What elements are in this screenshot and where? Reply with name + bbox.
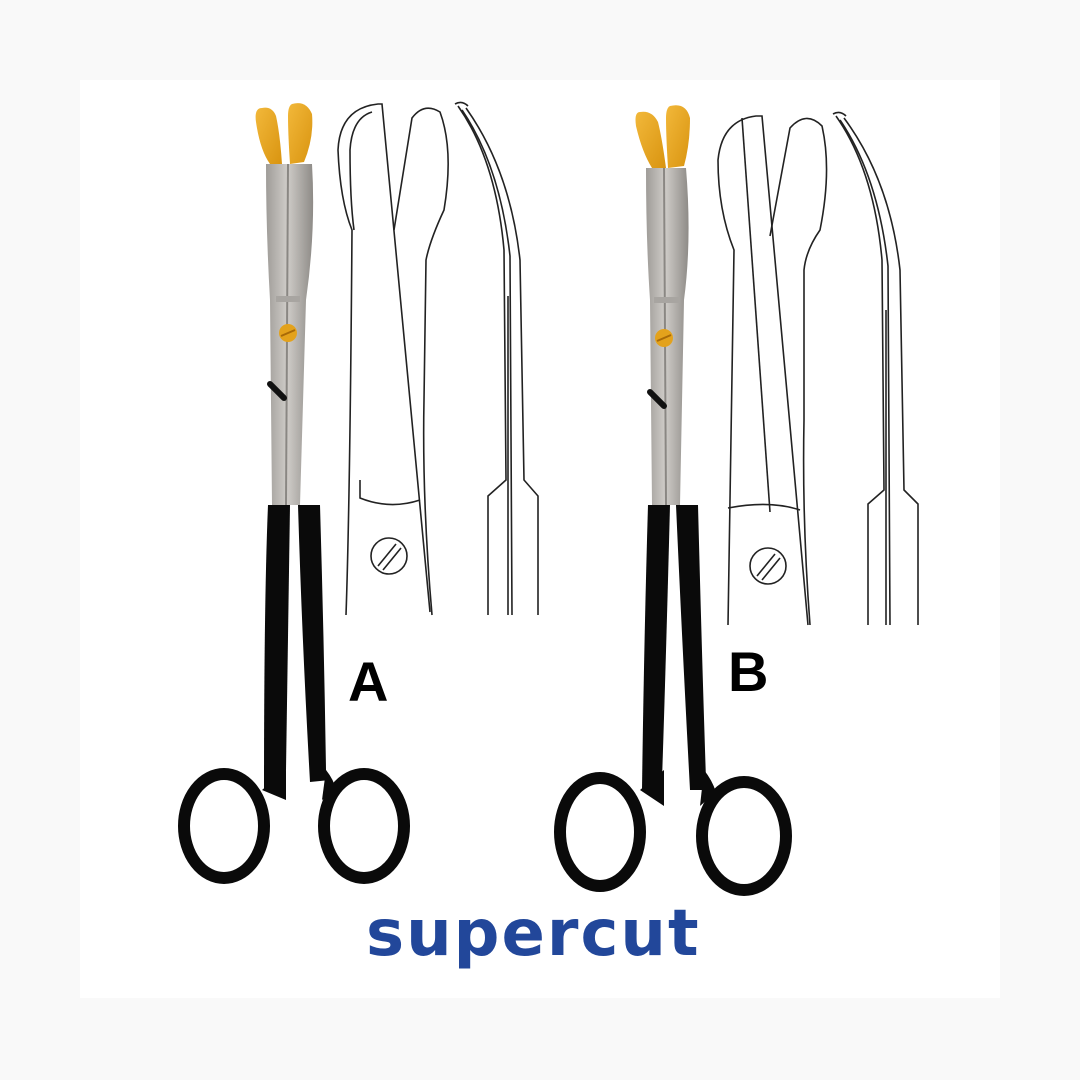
label-b: B — [728, 640, 769, 703]
brand-logo: supercut — [366, 897, 701, 971]
scissors-a-tip-left — [255, 107, 282, 164]
product-card — [80, 80, 1000, 998]
scissors-a-ring-right — [318, 768, 410, 884]
scissors-b-tip-left — [635, 111, 666, 168]
scissors-a-tip-right — [288, 103, 313, 164]
scissors-a-front-drawing — [337, 103, 449, 616]
scissors-b-front-drawing — [717, 115, 828, 626]
scissors-a-side-drawing — [454, 101, 539, 616]
scissors-b-photo — [554, 105, 792, 896]
scissors-a-photo — [178, 103, 410, 884]
scissors-b-tip-right — [666, 105, 690, 168]
scissors-b-side-drawing — [832, 111, 919, 626]
scissors-b-ring-left — [554, 772, 646, 892]
label-a: A — [348, 650, 389, 713]
scissors-b-ring-right — [696, 776, 792, 896]
scissors-a-ring-left — [178, 768, 270, 884]
